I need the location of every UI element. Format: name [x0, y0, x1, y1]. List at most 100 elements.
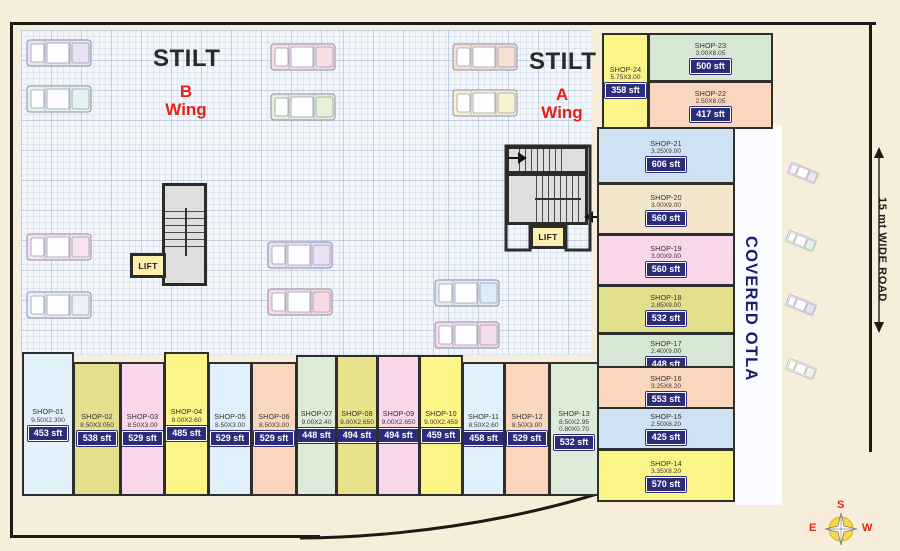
staircase-b-treads	[165, 211, 204, 253]
compass-label-top: S	[837, 499, 845, 511]
shop-area-badge: 560 sft	[645, 210, 687, 226]
shop-name: SHOP-18	[650, 293, 682, 302]
parked-car-icon	[270, 42, 336, 72]
stilt-label-a-wing: STILT	[529, 48, 597, 75]
shop-name: SHOP-20	[650, 192, 682, 202]
parked-car-icon	[452, 42, 518, 72]
shop-area-badge: 358 sft	[605, 82, 646, 98]
shop-dimensions: 2.50X8.20	[650, 421, 682, 428]
shop-name: SHOP-24	[609, 64, 642, 74]
shop-name: SHOP-07	[300, 408, 333, 418]
parked-car-icon	[434, 320, 500, 350]
shop-name: SHOP-02	[81, 412, 113, 421]
shop-area-badge: 500 sft	[690, 59, 731, 74]
shop-dimensions: 9.00X2.650	[381, 418, 416, 426]
parked-car-icon	[267, 287, 333, 317]
parked-car-icon	[26, 290, 92, 320]
parked-car-icon	[452, 88, 518, 118]
shop-area-badge: 458 sft	[464, 431, 503, 446]
shop-area-badge: 425 sft	[645, 430, 687, 445]
shop-area-badge: 494 sft	[338, 427, 376, 443]
staircase-b-wing	[162, 183, 207, 286]
staircase-b-spine	[185, 208, 187, 256]
parked-car-icon	[267, 240, 333, 270]
shop-dimensions: 3.00X9.00	[650, 252, 682, 260]
shop-area-badge: 532 sft	[553, 434, 595, 450]
road-label: 15 mt WIDE ROAD	[876, 197, 888, 302]
shop-dimensions: 8.50X3.00	[214, 422, 246, 429]
parked-car-icon	[270, 92, 336, 122]
parked-car-icon	[26, 84, 92, 114]
stilt-slab-middle	[343, 30, 448, 355]
shop-dimensions: 2.40X9.00	[650, 347, 682, 355]
shop-area-badge: 453 sft	[27, 426, 69, 441]
shop-area-badge: 529 sft	[122, 431, 163, 446]
parked-car-icon	[775, 333, 828, 405]
shop-dimensions: 8.50X3.00	[127, 422, 158, 429]
covered-otla-slab	[735, 125, 782, 505]
shop-area-badge: 532 sft	[645, 311, 687, 326]
lift-b-wing: LIFT	[130, 253, 166, 278]
shop-name: SHOP-01	[32, 407, 64, 416]
shop-name: SHOP-05	[214, 412, 246, 421]
compass-rose: S E W	[800, 499, 882, 547]
shop-dimensions: 9.00X2.459	[424, 418, 458, 426]
shop-dimensions: 8.50X2.95	[558, 418, 590, 426]
shop-name: SHOP-22	[694, 88, 727, 98]
parked-car-icon	[26, 232, 92, 262]
shop-area-badge: 448 sft	[298, 427, 335, 443]
parked-car-icon	[777, 137, 830, 209]
shop-dimensions: 3.35X8.20	[650, 468, 682, 475]
shop-name: SHOP-04	[170, 407, 203, 416]
shop-name: SHOP-11	[468, 412, 499, 421]
compass-label-left: E	[809, 522, 817, 534]
covered-otla-label: COVERED OTLA	[742, 236, 760, 382]
shop-name: SHOP-13	[558, 408, 590, 418]
parked-car-icon	[434, 278, 500, 308]
shop-area-badge: 459 sft	[421, 427, 461, 443]
shop-area-badge: 553 sft	[645, 392, 687, 407]
shop-dimensions: 8.50X3.050	[80, 422, 114, 429]
shop-dimensions: 5.75X3.00	[610, 73, 641, 81]
wing-a-word: Wing	[541, 103, 583, 123]
shop-name: SHOP-03	[126, 412, 159, 421]
wing-b-word: Wing	[165, 100, 207, 120]
shop-dimensions: 8.50X3.00	[511, 422, 543, 429]
shop-area-badge: 570 sft	[645, 477, 687, 492]
shop-dimensions: 9.00X2.40	[301, 418, 332, 426]
shop-dimensions: 9.00X2.60	[171, 417, 202, 424]
